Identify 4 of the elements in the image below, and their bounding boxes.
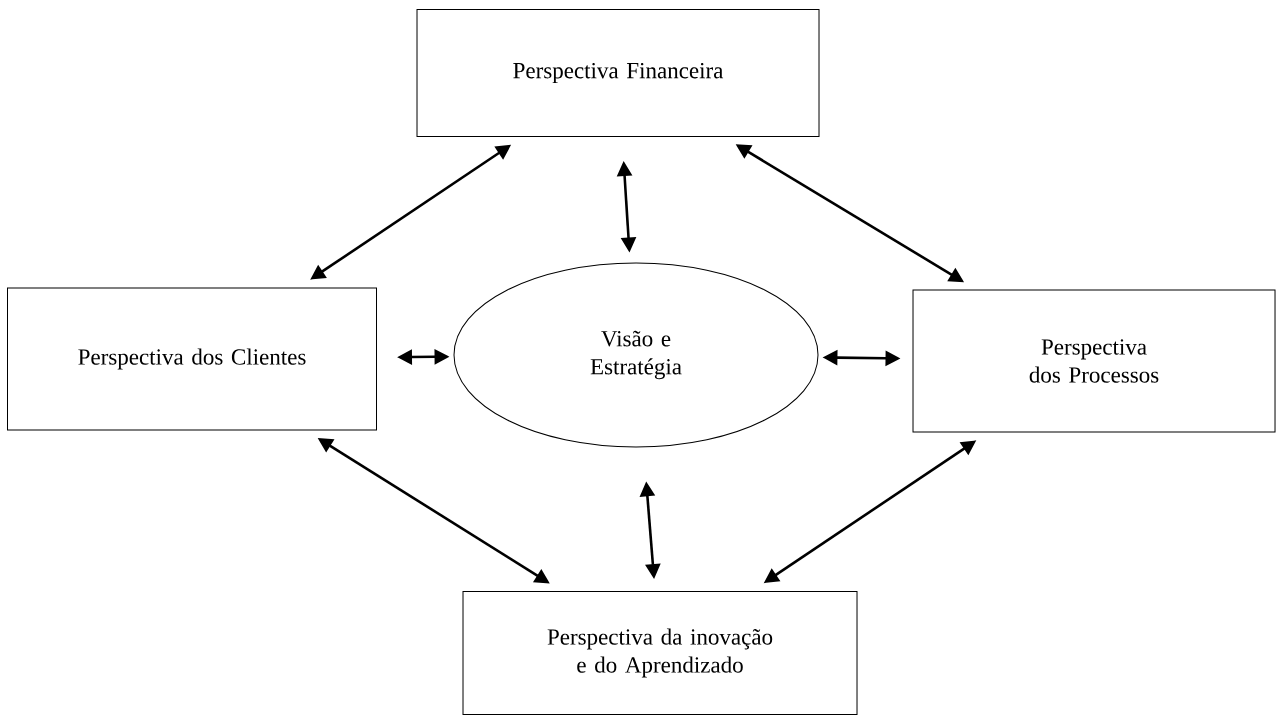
perspective-box: Perspectiva Financeira bbox=[416, 9, 820, 137]
perspective-box: Perspectiva da inovação e do Aprendizado bbox=[462, 591, 858, 715]
perspective-box: Perspectiva dos Processos bbox=[912, 289, 1276, 433]
perspective-box: Perspectiva dos Clientes bbox=[7, 287, 377, 431]
